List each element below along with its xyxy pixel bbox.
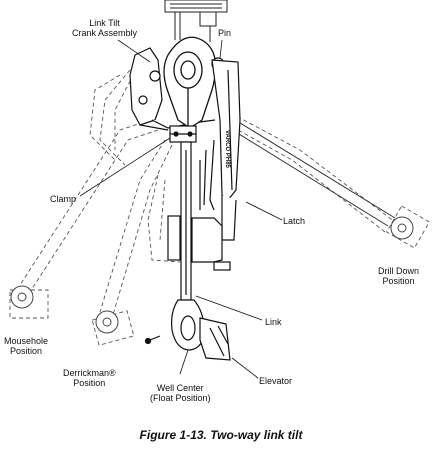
housing <box>167 215 231 271</box>
label-pin: Pin <box>218 28 232 38</box>
latch-assembly <box>199 59 241 241</box>
label-derrickman: Derrickman® Position <box>63 368 116 388</box>
label-latch: Latch <box>283 216 306 226</box>
bail <box>163 36 217 130</box>
figure-caption: Figure 1-13. Two-way link tilt <box>139 428 303 442</box>
drill-down-link <box>225 117 396 227</box>
leader-lines <box>79 39 283 379</box>
label-link-tilt-crank: Link Tilt Crank Assembly <box>72 18 138 38</box>
label-well-center: Well Center (Float Position) <box>150 383 211 403</box>
ghost-link-eyes <box>10 216 414 334</box>
stencil-text: VARCO PH85 <box>224 130 230 169</box>
label-clamp: Clamp <box>50 194 77 204</box>
main-link <box>171 141 205 351</box>
label-elevator: Elevator <box>259 376 293 386</box>
label-drill-down: Drill Down Position <box>378 266 420 286</box>
label-mousehole: Mousehole Position <box>4 336 49 356</box>
label-link: Link <box>265 317 282 327</box>
ghost-links <box>9 61 430 346</box>
top-structure <box>164 0 228 42</box>
clamp <box>169 125 197 143</box>
elevator <box>144 317 231 361</box>
